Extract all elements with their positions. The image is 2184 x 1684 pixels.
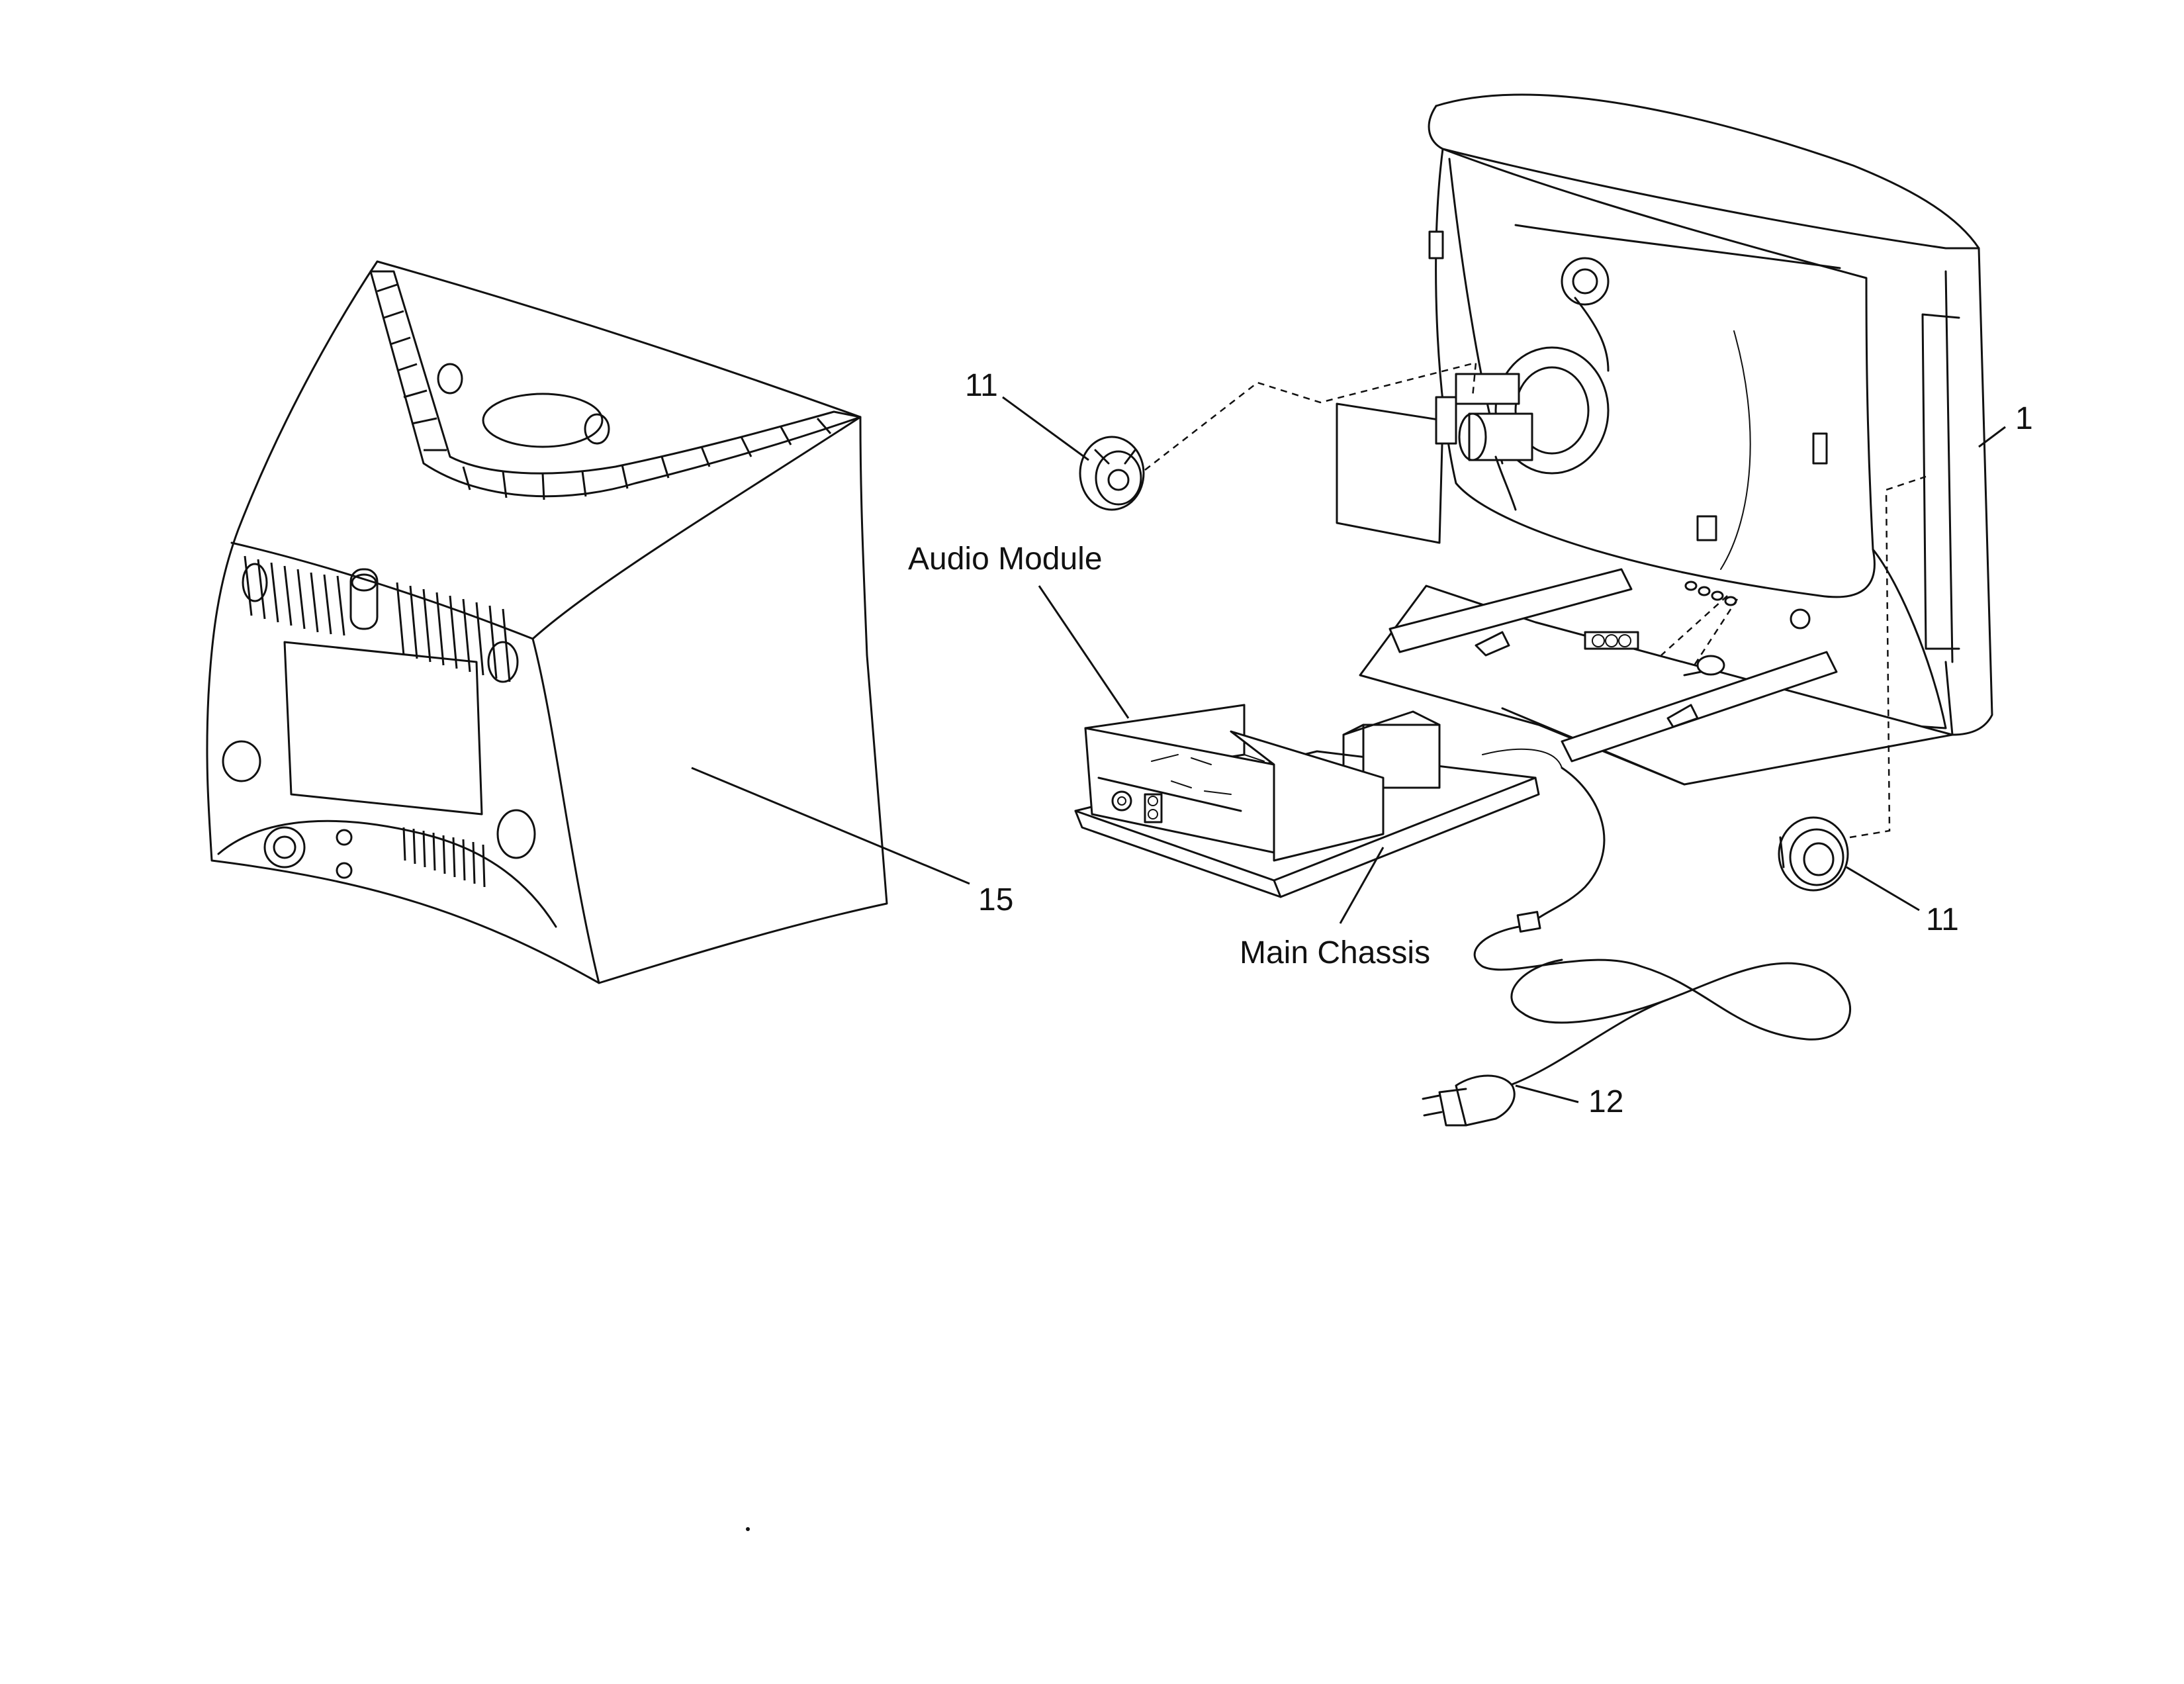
label-part-12: 12 [1588, 1084, 1623, 1119]
power-cord [1422, 767, 1852, 1127]
label-main-chassis: Main Chassis [1240, 935, 1430, 970]
stray-dot [746, 1527, 750, 1531]
leader-audio-module [1038, 585, 1130, 719]
leader-part-12 [1515, 1084, 1579, 1103]
label-part-11-top: 11 [965, 368, 998, 403]
bottom-vent-grille [402, 827, 486, 888]
rear-vent-grille [244, 555, 511, 682]
leader-part-15 [691, 767, 970, 885]
rear-cabinet [206, 260, 888, 984]
leader-part-11-top [1002, 396, 1089, 461]
leader-part-1 [1978, 426, 2006, 448]
base-tray [1359, 568, 1954, 786]
label-part-11-bottom: 11 [1926, 902, 1959, 937]
leader-main-chassis [1339, 847, 1385, 924]
tray-connectors [1584, 581, 1811, 677]
speaker-left [1079, 436, 1145, 511]
speaker-left-dash [1144, 361, 1477, 471]
label-part-1: 1 [2015, 401, 2033, 436]
top-vent-hatching [377, 283, 832, 500]
leader-part-11-bottom [1846, 866, 1920, 912]
label-part-15: 15 [978, 882, 1013, 917]
audio-module [1084, 704, 1385, 862]
speaker-right [1778, 816, 1849, 892]
label-audio-module: Audio Module [908, 541, 1103, 577]
crt-front-bezel [1336, 93, 1993, 736]
